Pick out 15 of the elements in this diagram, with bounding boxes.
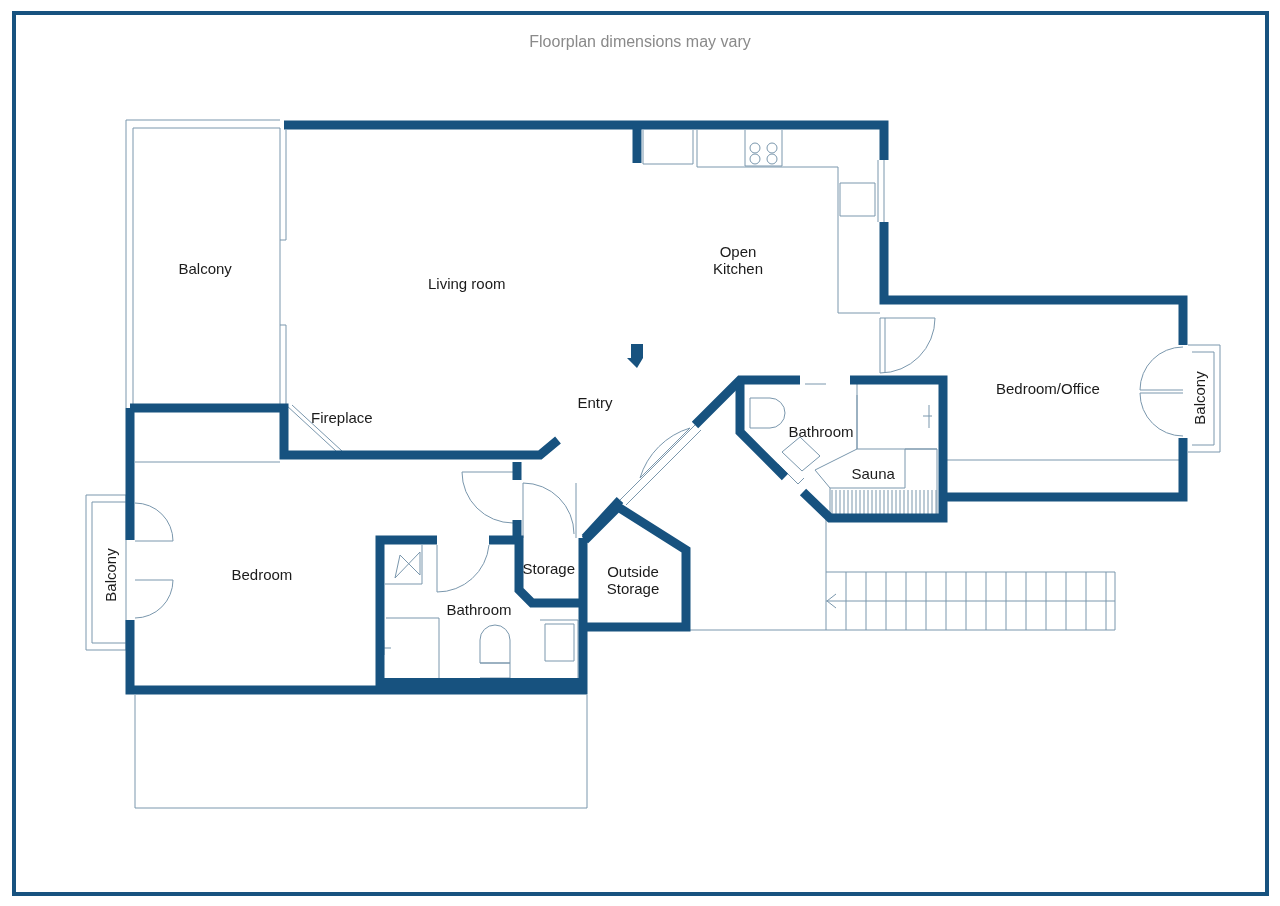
- room-label: Fireplace: [311, 408, 373, 426]
- room-label: Balcony: [178, 259, 232, 277]
- room-label: Storage: [522, 559, 576, 577]
- room-label: Open Kitchen: [711, 243, 764, 277]
- disclaimer-note: Floorplan dimensions may vary: [529, 33, 751, 50]
- room-label: Outside Storage: [605, 563, 661, 597]
- room-label: Bathroom: [788, 422, 854, 440]
- room-label: Balcony: [1190, 371, 1208, 425]
- room-label: Bathroom: [446, 600, 512, 618]
- room-label: Sauna: [851, 464, 895, 482]
- room-label: Balcony: [101, 548, 119, 602]
- room-label: Bedroom: [231, 565, 293, 583]
- room-label: Bedroom/Office: [996, 379, 1100, 397]
- room-label: Living room: [428, 274, 506, 292]
- room-label: Entry: [577, 393, 613, 411]
